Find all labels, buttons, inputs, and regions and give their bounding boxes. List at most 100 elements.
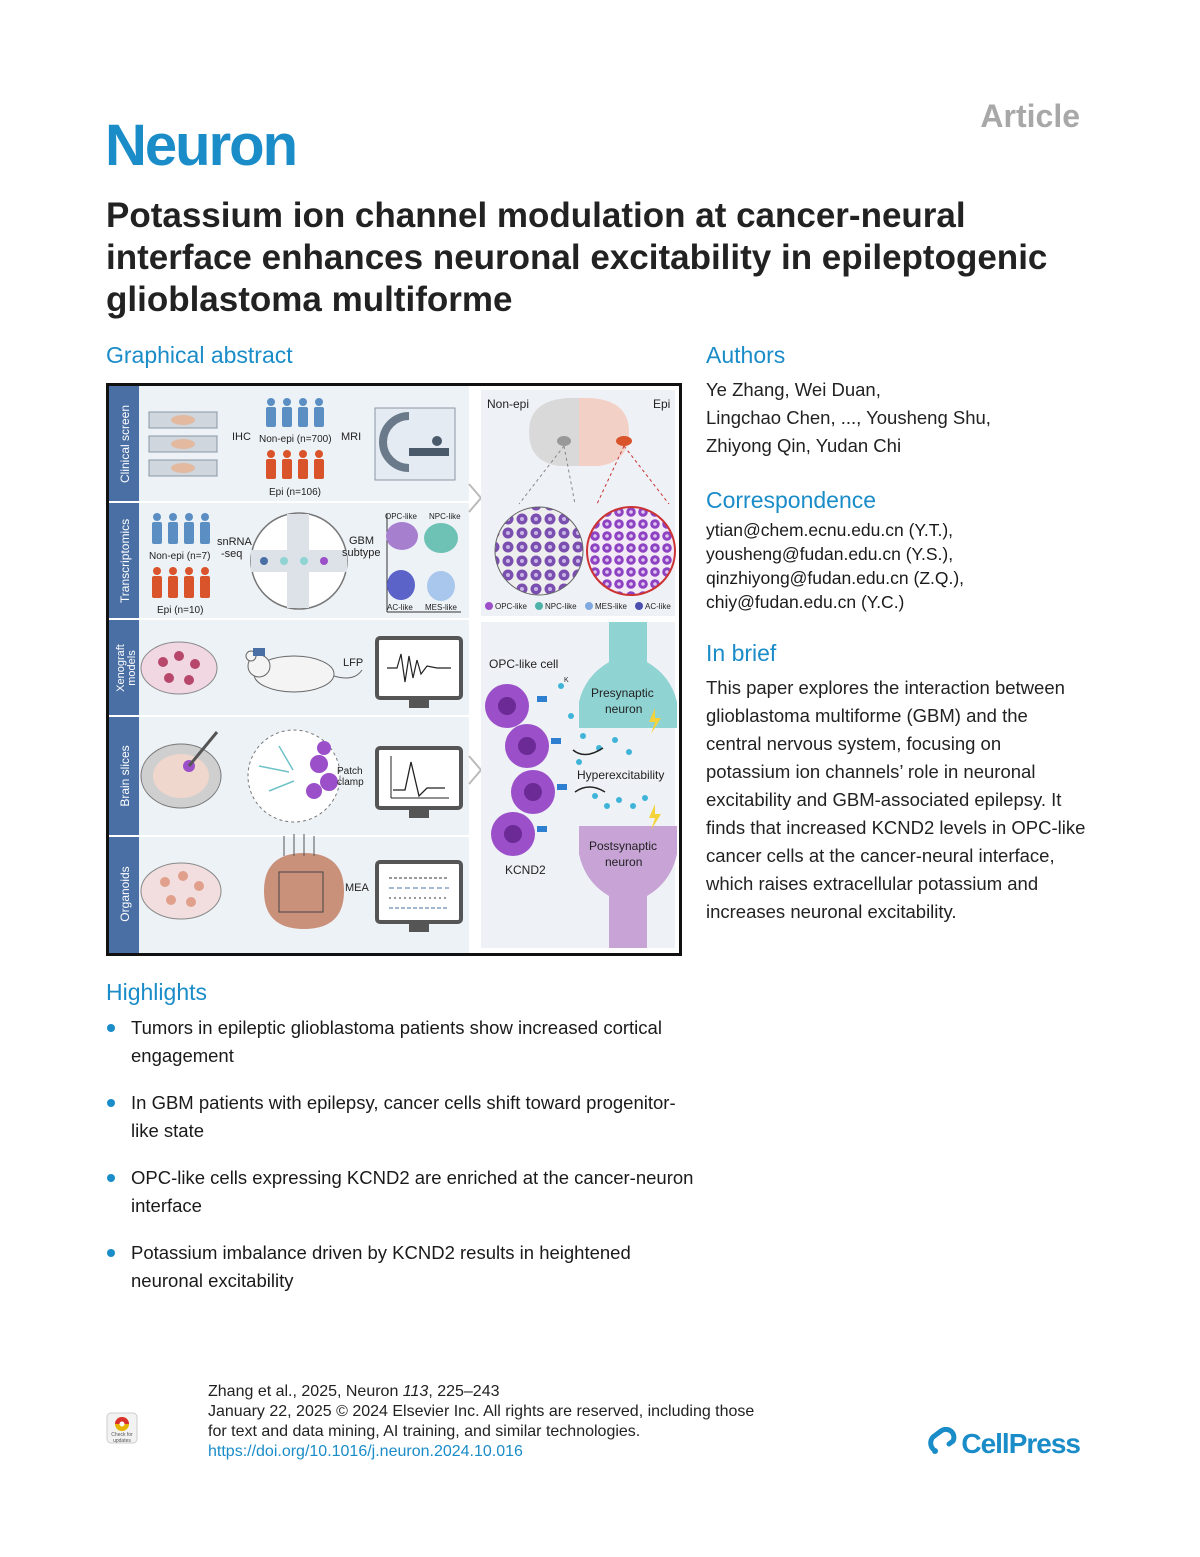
row-label-brain-slices: Brain slices [118, 745, 132, 806]
monitor-action-potential-icon [375, 746, 463, 818]
legend-opc: OPC-like [495, 602, 528, 611]
row-label-organoids: Organoids [118, 866, 132, 921]
highlight-item: Tumors in epileptic glioblastoma patient… [106, 1014, 696, 1070]
opc-cells-illustration [485, 684, 567, 856]
correspondence-heading: Correspondence [706, 487, 877, 513]
doi-link[interactable]: https://doi.org/10.1016/j.neuron.2024.10… [208, 1443, 523, 1460]
snrna-label-1: snRNA [217, 536, 253, 548]
citation-block: Zhang et al., 2025, Neuron 113, 225–243 … [208, 1382, 754, 1462]
citation-pages: , 225–243 [428, 1383, 500, 1400]
hyperexcitability-label: Hyperexcitability [577, 768, 664, 782]
mouse-illustration [245, 648, 363, 693]
postsynaptic-label-2: neuron [605, 855, 642, 869]
mes-like-label: MES-like [425, 603, 458, 612]
brain-slice-illustration [140, 731, 222, 809]
row-label-xenograft-1: Xenograft [115, 644, 127, 692]
row-label-xenograft-2: models [126, 650, 138, 686]
graphical-abstract-figure: Clinical screen Transcriptomics Xenograf… [106, 383, 682, 956]
cellpress-logo: CellPress [927, 1426, 1081, 1460]
nonepi-700-label: Non-epi (n=700) [259, 434, 332, 445]
mri-label: MRI [341, 431, 361, 443]
journal-logo: Neuron [105, 113, 298, 178]
microfluidic-chip-illustration [250, 512, 348, 610]
correspondence-list: ytian@chem.ecnu.edu.cn (Y.T.), yousheng@… [706, 518, 964, 614]
patch-clamp-label-2: clamp [337, 777, 364, 788]
presynaptic-neuron-shape [579, 622, 677, 728]
opc-cell-label: OPC-like cell [489, 657, 558, 671]
subtype-scatter-plot [386, 514, 461, 613]
row-label-clinical: Clinical screen [118, 405, 132, 483]
citation-text: Zhang et al., 2025, Neuron [208, 1383, 403, 1400]
mri-scanner-icon [374, 407, 456, 481]
opc-like-label: OPC-like [385, 512, 418, 521]
k-ion-label: K [564, 677, 569, 684]
mea-organoid-illustration [264, 834, 344, 929]
presynaptic-label-2: neuron [605, 702, 642, 716]
bullet-icon [107, 1099, 115, 1107]
correspondence-email[interactable]: qinzhiyong@fudan.edu.cn (Z.Q.), [706, 568, 965, 588]
correspondence-email[interactable]: yousheng@fudan.edu.cn (Y.S.), [706, 544, 954, 564]
bullet-icon [107, 1174, 115, 1182]
potassium-ions [558, 683, 648, 809]
graphical-abstract-heading: Graphical abstract [106, 342, 293, 368]
epi-n10-people-icon [152, 567, 210, 598]
highlight-item: OPC-like cells expressing KCND2 are enri… [106, 1164, 696, 1220]
copyright-line: January 22, 2025 © 2024 Elsevier Inc. Al… [208, 1403, 755, 1420]
postsynaptic-label-1: Postsynaptic [589, 839, 657, 853]
bullet-icon [107, 1249, 115, 1257]
author-line: Lingchao Chen, ..., Yousheng Shu, [706, 407, 991, 428]
slides-illustration [148, 411, 218, 477]
highlights-heading: Highlights [106, 979, 207, 1005]
highlight-text: In GBM patients with epilepsy, cancer ce… [131, 1092, 676, 1141]
in-brief-text: This paper explores the interaction betw… [706, 677, 1086, 922]
check-for-updates-icon[interactable]: Check for updates [106, 1412, 138, 1444]
paper-title: Potassium ion channel modulation at canc… [106, 196, 1048, 319]
legend-npc: NPC-like [545, 602, 577, 611]
highlight-text: Tumors in epileptic glioblastoma patient… [131, 1017, 662, 1066]
ihc-label: IHC [232, 431, 251, 443]
epi-106-label: Epi (n=106) [269, 487, 321, 498]
patch-clamp-label-1: Patch [337, 766, 363, 777]
nonepi-n7-people-icon [152, 513, 210, 544]
bullet-icon [107, 1024, 115, 1032]
citation-line: Zhang et al., 2025, Neuron 113, 225–243 [208, 1382, 754, 1402]
cellpress-text: CellPress [961, 1428, 1081, 1459]
brain-comparison-illustration [494, 397, 676, 596]
check-for-updates-label: Check for updates [111, 1432, 133, 1444]
monitor-lfp-icon [375, 636, 463, 708]
highlights-list: Tumors in epileptic glioblastoma patient… [106, 1014, 696, 1314]
lightning-icon [649, 708, 661, 830]
graphical-abstract-svg: Clinical screen Transcriptomics Xenograf… [109, 386, 677, 953]
highlight-text: OPC-like cells expressing KCND2 are enri… [131, 1167, 694, 1216]
authors-heading: Authors [706, 342, 786, 368]
citation-volume: 113 [402, 1383, 429, 1400]
article-type: Article [980, 98, 1080, 134]
snrna-label-2: -seq [221, 548, 242, 560]
row-label-transcriptomics: Transcriptomics [118, 519, 132, 603]
correspondence-email[interactable]: chiy@fudan.edu.cn (Y.C.) [706, 592, 905, 612]
npc-like-label: NPC-like [429, 512, 461, 521]
monitor-raster-icon [375, 860, 463, 932]
legend-mes: MES-like [595, 602, 628, 611]
lfp-label: LFP [343, 657, 363, 669]
subtype-legend: OPC-like NPC-like MES-like AC-like [485, 602, 671, 611]
author-line: Zhiyong Qin, Yudan Chi [706, 435, 902, 456]
legend-ac: AC-like [645, 602, 671, 611]
in-brief-heading: In brief [706, 640, 777, 666]
authors-list: Ye Zhang, Wei Duan, Lingchao Chen, ..., … [706, 376, 991, 460]
ac-like-label: AC-like [387, 603, 413, 612]
correspondence-email[interactable]: ytian@chem.ecnu.edu.cn (Y.T.), [706, 520, 954, 540]
highlight-text: Potassium imbalance driven by KCND2 resu… [131, 1242, 631, 1291]
copyright-line-2: for text and data mining, AI training, a… [208, 1423, 641, 1440]
epi-n10-label: Epi (n=10) [157, 605, 203, 616]
author-line: Ye Zhang, Wei Duan, [706, 379, 881, 400]
gbm-subtype-label-2: subtype [342, 547, 381, 559]
mea-label: MEA [345, 882, 370, 894]
nonepi-people-icon [266, 398, 324, 427]
organoid-dish-illustration [140, 862, 222, 920]
neuron-tumor-zoom-illustration [247, 729, 341, 823]
epi-people-icon [266, 450, 324, 479]
petri-dish-illustration [140, 641, 218, 695]
kcnd2-label: KCND2 [505, 863, 546, 877]
presynaptic-label-1: Presynaptic [591, 686, 654, 700]
